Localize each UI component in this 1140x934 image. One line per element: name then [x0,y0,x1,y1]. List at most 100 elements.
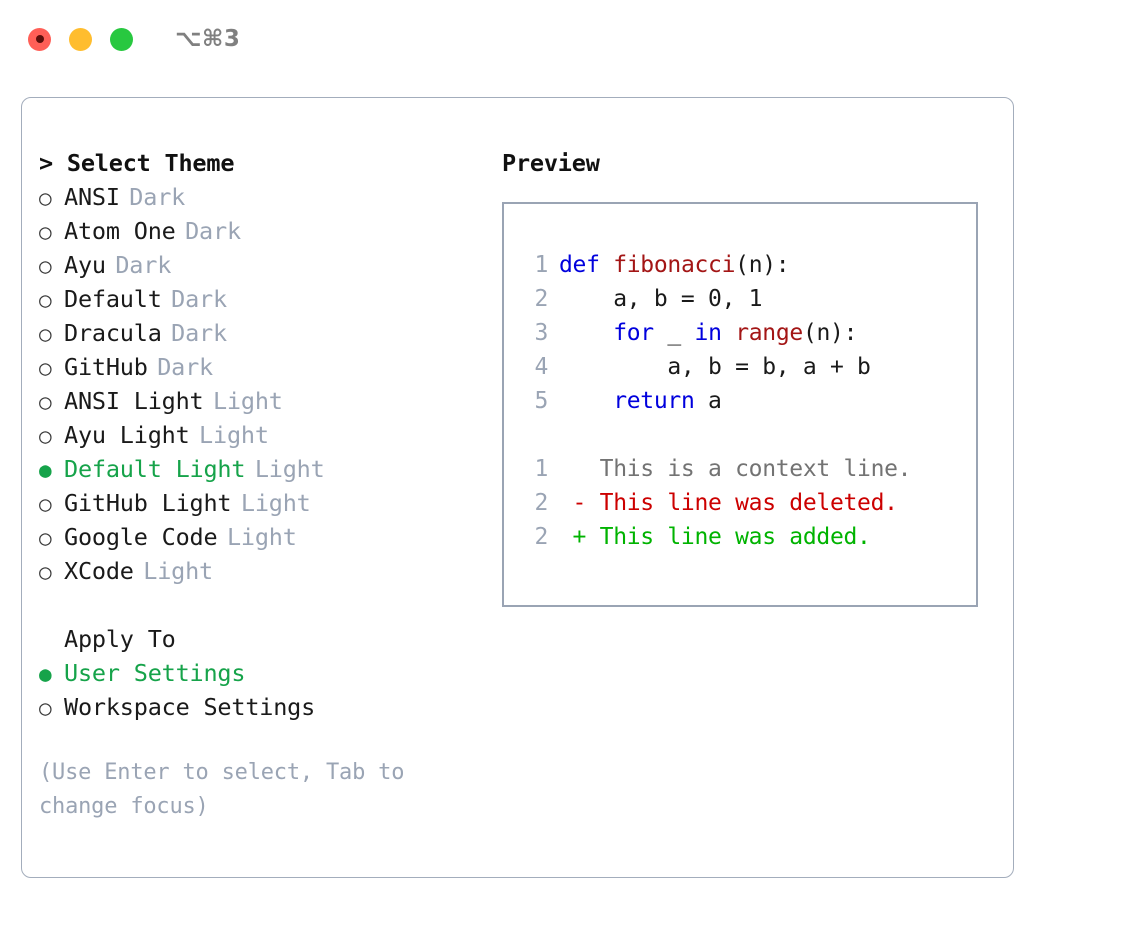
apply-option-label: User Settings [64,659,246,687]
theme-option-8[interactable]: ● Default Light Light [39,452,489,486]
radio-unselected-icon: ○ [39,424,52,448]
diff-line-number: 2 [534,490,548,516]
theme-option-label: GitHub [64,353,148,381]
radio-unselected-icon: ○ [39,322,52,346]
minimize-button[interactable] [69,27,92,51]
token-plain: (n): [802,320,858,346]
theme-option-2[interactable]: ○ Ayu Dark [39,248,489,282]
theme-option-7[interactable]: ○ Ayu Light Light [39,418,489,452]
radio-unselected-icon: ○ [39,526,52,550]
token-plain: (n): [735,252,790,278]
theme-option-label: XCode [64,557,134,585]
theme-option-tag: Light [199,421,269,449]
theme-option-label: GitHub Light [64,489,232,517]
token-plain: _ [653,320,695,346]
maximize-button[interactable] [110,27,133,51]
theme-option-3[interactable]: ○ Default Dark [39,282,489,316]
token-kw: return [613,388,695,414]
diff-line-number: 2 [534,524,548,550]
code-line: 2 a, b = 0, 1 [522,282,976,316]
theme-option-tag: Light [226,523,297,551]
theme-option-label: Default [64,285,162,313]
token-plain [722,316,736,350]
code-line: 3 for _ in range(n): [522,316,976,350]
keyboard-hint: (Use Enter to select, Tab to change focu… [39,760,405,819]
token-del: - This line was deleted. [559,490,898,516]
theme-option-tag: Light [143,557,213,585]
radio-unselected-icon: ○ [39,220,52,244]
radio-unselected-icon: ○ [39,560,52,584]
token-fn: fibonacci [613,252,736,278]
theme-option-label: Ayu Light [64,421,190,449]
diff-line: 2 - This line was deleted. [522,486,976,520]
token-plain [559,384,613,418]
theme-option-tag: Dark [157,353,213,381]
theme-option-tag: Dark [171,319,227,347]
theme-option-label: ANSI Light [64,387,204,415]
code-line-number: 2 [534,286,548,312]
radio-selected-icon: ● [39,458,52,482]
theme-option-tag: Dark [185,217,241,245]
code-line: 4 a, b = b, a + b [522,350,976,384]
radio-unselected-icon: ○ [39,696,52,720]
theme-option-tag: Light [240,489,311,517]
token-kw: def [559,252,614,278]
radio-unselected-icon: ○ [39,186,52,210]
theme-option-tag: Light [254,455,325,483]
window-controls [28,27,133,51]
code-line-number: 5 [534,388,548,414]
theme-option-tag: Dark [115,251,172,279]
diff-line-number: 1 [534,456,548,482]
select-theme-header: > Select Theme [39,149,235,177]
code-blank-line [522,418,976,452]
theme-option-label: Ayu [64,251,106,279]
apply-option-label: Workspace Settings [64,693,316,721]
code-line: 5 return a [522,384,976,418]
radio-unselected-icon: ○ [39,492,52,516]
theme-option-label: Google Code [64,523,218,551]
preview-title: Preview [502,149,600,177]
radio-unselected-icon: ○ [39,288,52,312]
apply-option-1[interactable]: ○ Workspace Settings [39,690,489,724]
token-ctx: This is a context line. [559,456,912,482]
diff-preview: 1 This is a context line.2 - This line w… [522,452,976,554]
theme-option-6[interactable]: ○ ANSI Light Light [39,384,489,418]
radio-unselected-icon: ○ [39,390,52,414]
theme-option-label: Atom One [64,217,176,245]
theme-option-11[interactable]: ○ XCode Light [39,554,489,588]
apply-to-list: ● User Settings ○ Workspace Settings [39,656,489,724]
titlebar: ⌥⌘3 [0,0,1140,78]
theme-option-label: ANSI [64,183,120,211]
theme-option-tag: Light [212,387,283,415]
token-plain: a [694,388,722,414]
theme-option-tag: Dark [171,285,227,313]
radio-unselected-icon: ○ [39,254,52,278]
token-plain [559,316,613,350]
code-line: 1 def fibonacci(n): [522,248,976,282]
theme-option-1[interactable]: ○ Atom One Dark [39,214,489,248]
code-line-number: 4 [534,354,548,380]
theme-option-label: Default Light [64,455,246,483]
diff-line: 2 + This line was added. [522,520,976,554]
code-line-number: 1 [534,252,548,278]
code-line-number: 3 [534,320,548,346]
theme-option-10[interactable]: ○ Google Code Light [39,520,489,554]
token-kw: in [694,320,722,346]
radio-selected-icon: ● [39,662,52,686]
theme-option-9[interactable]: ○ GitHub Light Light [39,486,489,520]
keyboard-shortcut-label: ⌥⌘3 [175,26,241,52]
token-plain: a, b = b, a + b [559,354,871,380]
diff-line: 1 This is a context line. [522,452,976,486]
apply-option-0[interactable]: ● User Settings [39,656,489,690]
token-plain: a, b = 0, 1 [559,286,763,312]
close-button[interactable] [28,27,51,51]
